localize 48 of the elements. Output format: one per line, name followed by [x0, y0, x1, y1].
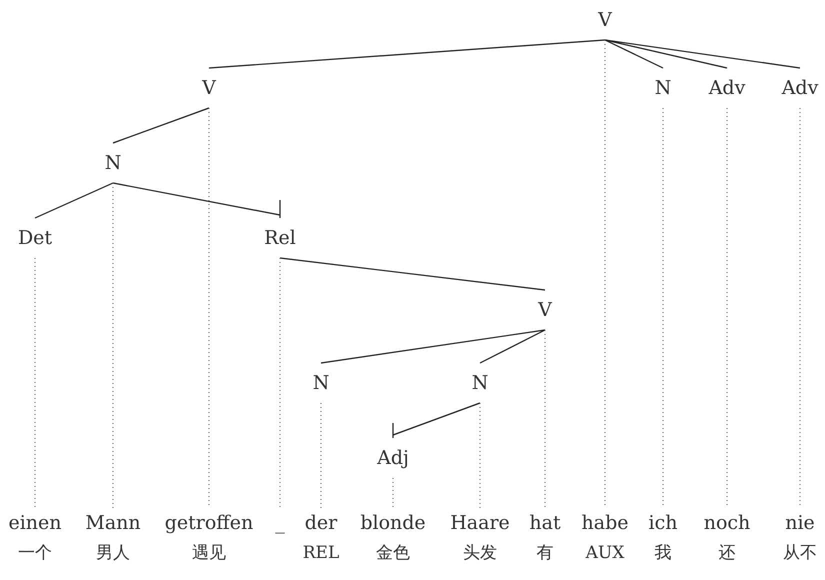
- word-text: blonde: [360, 511, 426, 536]
- category-label: N: [312, 372, 330, 394]
- word-text: getroffen: [164, 511, 254, 536]
- word-text: noch: [704, 511, 750, 536]
- category-label: Det: [18, 227, 52, 249]
- tree-branch: [320, 329, 546, 364]
- tree-branch: [112, 107, 210, 144]
- gloss-text: 一个: [18, 542, 52, 565]
- word-text: Mann: [85, 511, 141, 536]
- word-text: hat: [529, 511, 561, 536]
- gloss-text: 从不: [783, 542, 817, 565]
- tree-branch: [392, 402, 481, 439]
- word-text: Haare: [450, 511, 510, 536]
- category-label: N: [104, 152, 122, 174]
- word-text: _: [275, 511, 285, 536]
- gloss-text: 有: [536, 542, 554, 565]
- tree-branch: [604, 39, 728, 69]
- word-text: der: [304, 511, 338, 536]
- category-label: N: [472, 372, 488, 394]
- word-text: nie: [785, 511, 815, 536]
- category-label: Rel: [264, 227, 296, 249]
- tree-branch: [34, 182, 114, 219]
- gloss-text: 金色: [376, 542, 410, 565]
- gloss-text: AUX: [586, 542, 624, 565]
- tree-branch: [208, 39, 606, 69]
- projection-line: [544, 330, 546, 508]
- category-label: V: [598, 9, 612, 31]
- tree-branch: [604, 39, 664, 69]
- tree-branch: [112, 182, 281, 219]
- gloss-text: 男人: [96, 542, 130, 565]
- category-label: V: [202, 77, 216, 99]
- gloss-text: 头发: [463, 542, 497, 565]
- projection-line: [112, 182, 114, 508]
- tree-branch: [604, 39, 800, 69]
- tree-branch: [280, 257, 546, 291]
- gloss-text: 还: [718, 542, 736, 565]
- gloss-text: REL: [302, 542, 340, 565]
- category-label: Adv: [782, 77, 818, 99]
- word-text: einen: [8, 511, 62, 536]
- word-text: ich: [648, 511, 678, 536]
- category-label: Adv: [708, 77, 746, 99]
- tree-branch: [480, 329, 546, 364]
- gloss-text: 遇见: [192, 542, 226, 565]
- gloss-text: 我: [654, 542, 672, 565]
- category-label: V: [538, 299, 552, 321]
- category-label: Adj: [377, 447, 409, 469]
- category-label: N: [654, 77, 672, 99]
- word-text: habe: [582, 511, 628, 536]
